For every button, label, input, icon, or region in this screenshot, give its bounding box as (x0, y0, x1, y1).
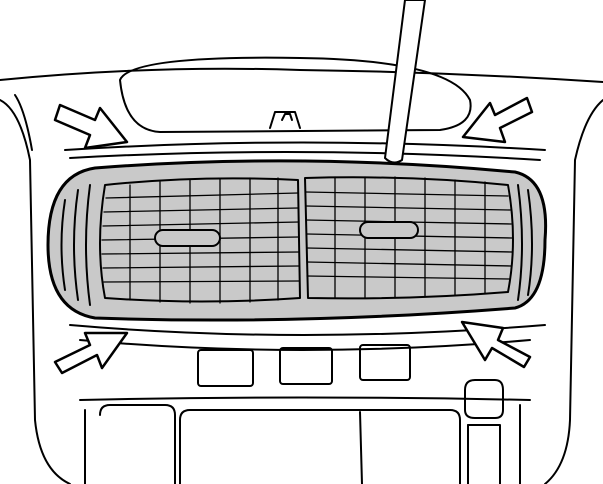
left-vent-grille (99, 177, 301, 304)
right-vent-tab[interactable] (359, 221, 419, 239)
right-vent-grille (304, 176, 514, 300)
control-buttons (197, 344, 411, 387)
left-vent-tab[interactable] (154, 229, 221, 247)
control-button-left (197, 349, 254, 387)
center-vent-assembly (46, 159, 548, 322)
arrow-icon (461, 96, 534, 144)
arrow-icon (53, 331, 129, 375)
arrow-icon (53, 103, 129, 150)
arrows (53, 96, 534, 375)
control-button-right (359, 344, 411, 381)
pry-tool-icon (384, 0, 426, 164)
arrow-icon (460, 320, 532, 369)
control-button-center (279, 347, 333, 385)
